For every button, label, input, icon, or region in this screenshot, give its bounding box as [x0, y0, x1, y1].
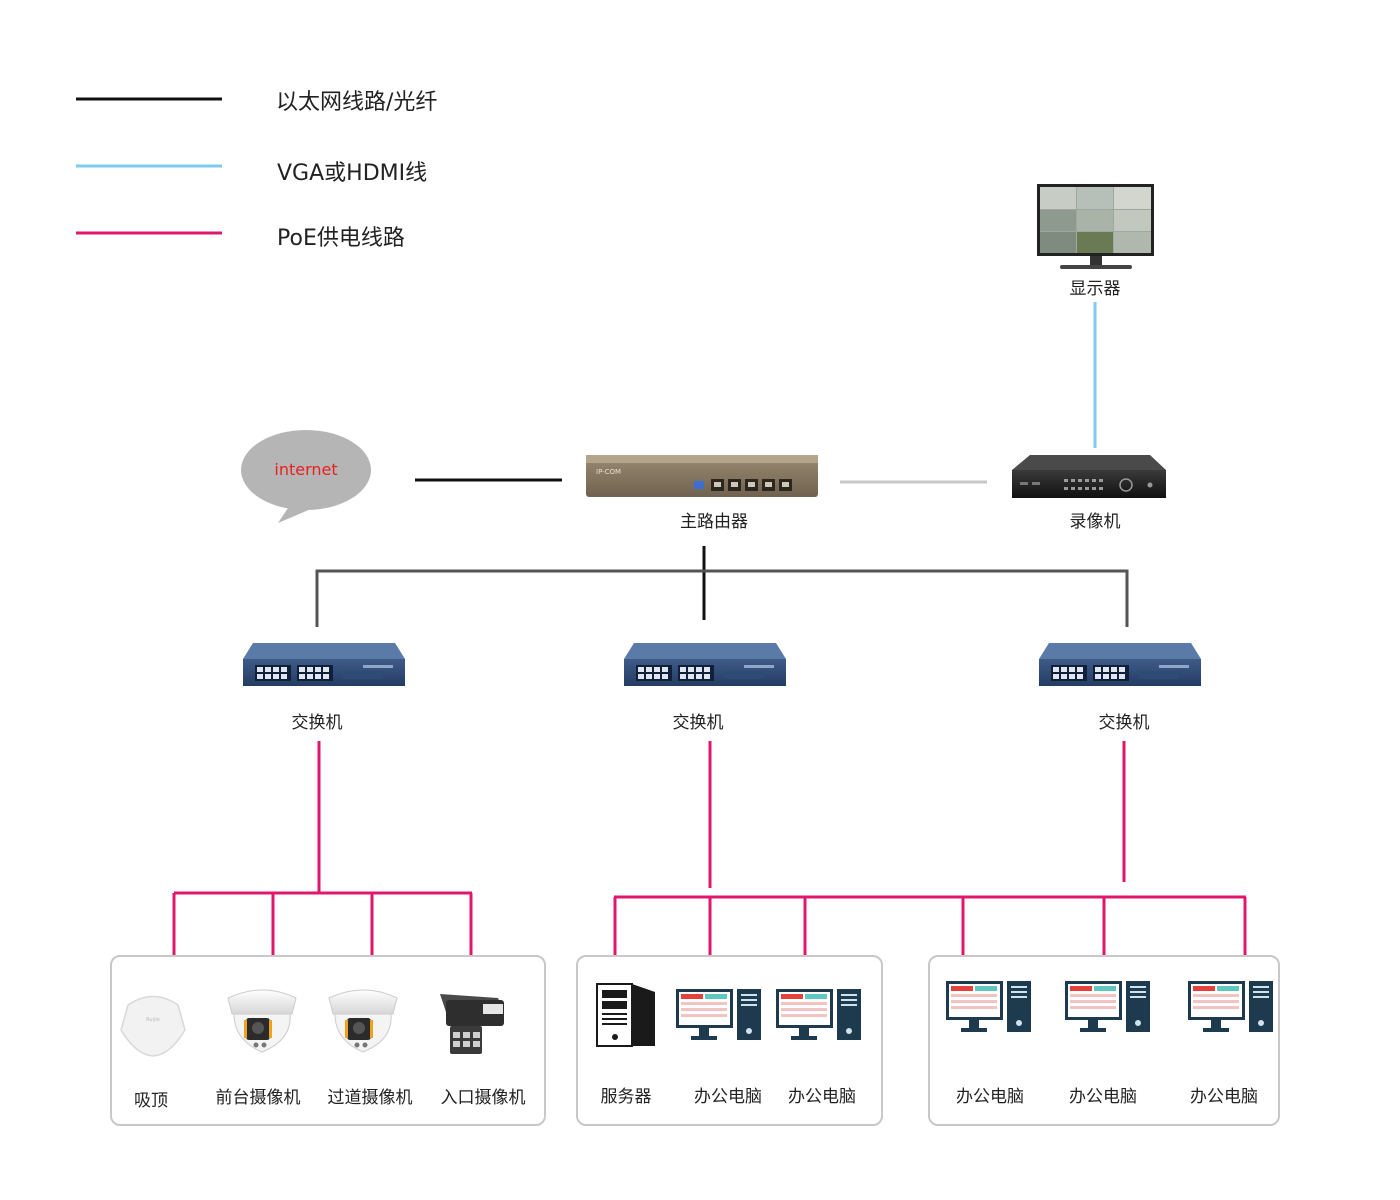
device-label-server: 服务器	[600, 1087, 652, 1107]
device-label-pc-2: 办公电脑	[788, 1087, 856, 1107]
switch-device-3	[1039, 643, 1201, 686]
legend-vga-label: VGA或HDMI线	[277, 161, 428, 186]
device-label-corridor-camera: 过道摄像机	[327, 1088, 413, 1108]
nvr-label: 录像机	[1069, 512, 1121, 532]
legend-ethernet-label: 以太网线路/光纤	[276, 90, 438, 115]
switch-label-3: 交换机	[1098, 713, 1150, 733]
router-label: 主路由器	[680, 512, 748, 532]
monitor-label: 显示器	[1069, 279, 1121, 299]
legend-poe-label: PoE供电线路	[277, 226, 405, 251]
device-label-front-camera: 前台摄像机	[215, 1088, 301, 1108]
switch-device-2	[624, 643, 786, 686]
device-label-pc-5: 办公电脑	[1190, 1087, 1258, 1107]
switch-label-1: 交换机	[291, 713, 343, 733]
internet-label: internet	[274, 460, 338, 479]
switch-device-1	[243, 643, 405, 686]
device-label-pc-4: 办公电脑	[1069, 1087, 1137, 1107]
poe-links-group-2	[613, 741, 1246, 955]
switch-label-2: 交换机	[672, 713, 724, 733]
nvr-device	[1012, 455, 1166, 498]
poe-links-group-3	[961, 741, 1247, 955]
switch-trunk-bus	[315, 569, 1129, 627]
svg-text:IP-COM: IP-COM	[596, 468, 621, 476]
poe-links-group-1	[172, 741, 473, 955]
router-device: IP-COM	[586, 455, 818, 497]
device-label-entrance-camera: 入口摄像机	[440, 1088, 526, 1108]
device-label-ceiling-ap: 吸顶	[134, 1091, 168, 1111]
device-label-pc-3: 办公电脑	[956, 1087, 1024, 1107]
internet-bubble	[241, 430, 371, 523]
device-label-pc-1: 办公电脑	[694, 1087, 762, 1107]
monitor-device	[1037, 184, 1154, 269]
